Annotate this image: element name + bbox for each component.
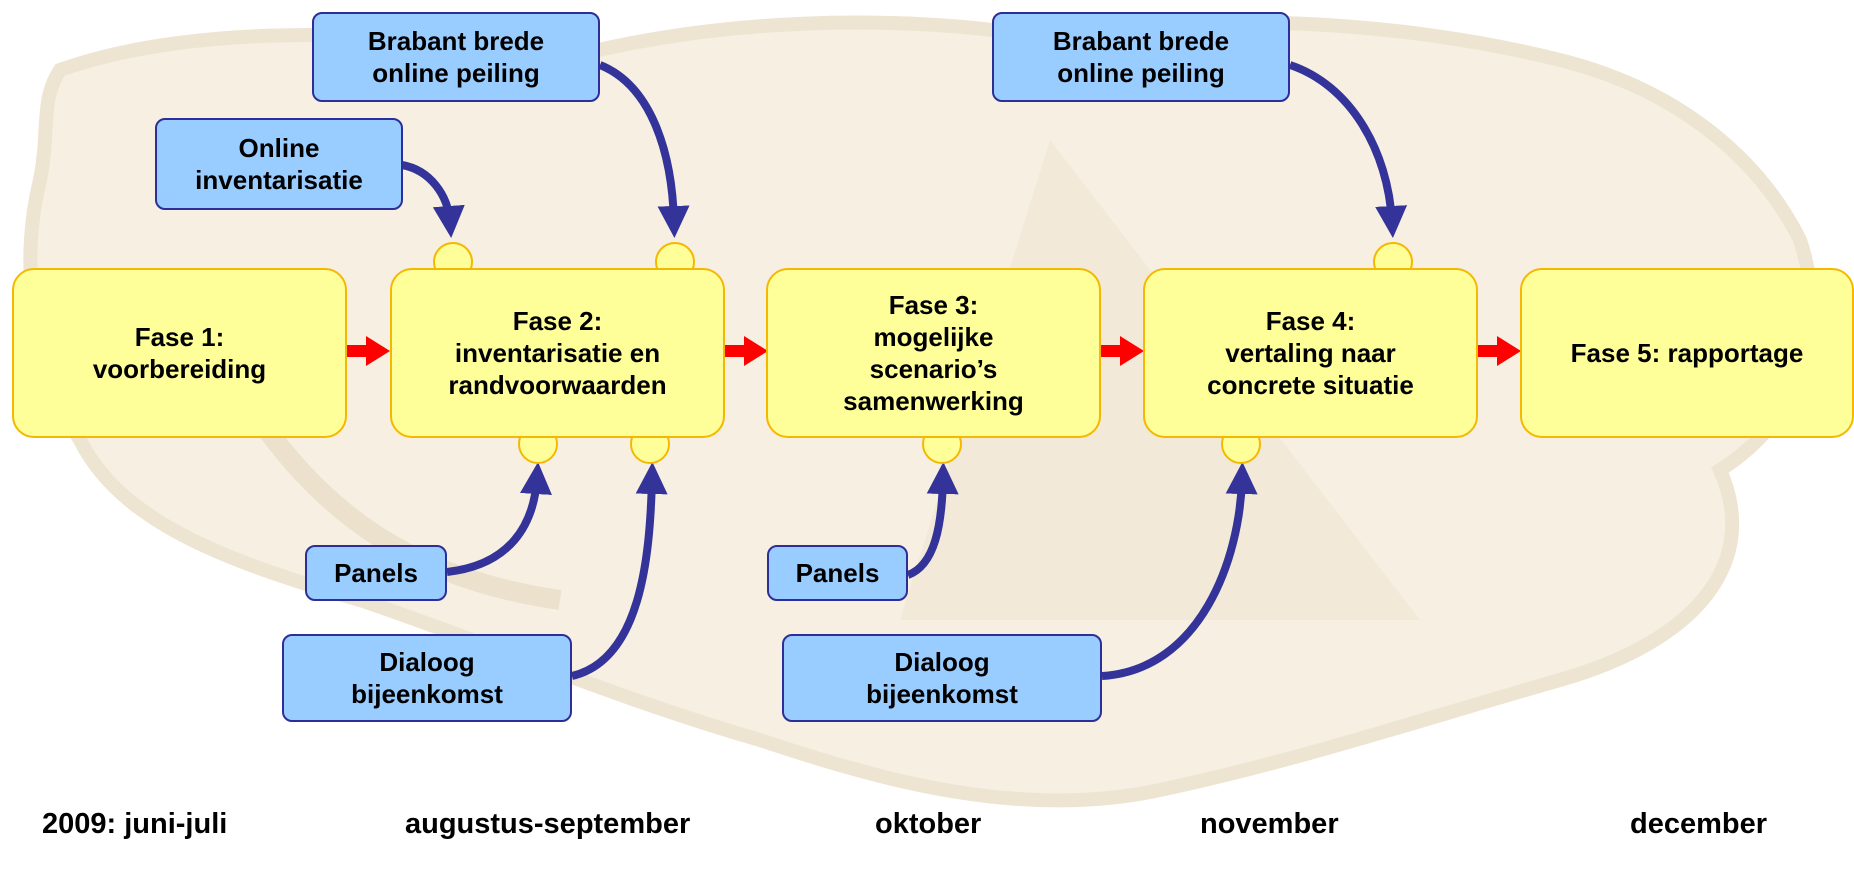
phase-5: Fase 5: rapportage [1520, 268, 1854, 438]
phase-5-label: Fase 5: rapportage [1570, 338, 1804, 368]
input-brabant-online-peiling-2: Brabant brede online peiling [992, 12, 1290, 102]
phase-2: Fase 2: inventarisatie en randvoorwaarde… [390, 268, 725, 438]
input-panels-1: Panels [305, 545, 447, 601]
phase-2-label: Fase 2: inventarisatie en randvoorwaarde… [448, 306, 667, 400]
phase-4: Fase 4: vertaling naar concrete situatie [1143, 268, 1478, 438]
input-online-inventarisatie: Online inventarisatie [155, 118, 403, 210]
input-dialoog-bijeenkomst-1: Dialoog bijeenkomst [282, 634, 572, 722]
timeline-label: november [1200, 808, 1339, 840]
input-panels-2: Panels [767, 545, 908, 601]
timeline-label: 2009: juni-juli [42, 808, 228, 840]
phase-3-label: Fase 3: mogelijke scenario’s samenwerkin… [843, 290, 1024, 416]
timeline-label: augustus-september [405, 808, 691, 840]
timeline-label: december [1630, 808, 1768, 840]
phase-1-label: Fase 1: voorbereiding [92, 322, 267, 384]
timeline-label: oktober [875, 808, 982, 840]
phase-3: Fase 3: mogelijke scenario’s samenwerkin… [766, 268, 1101, 438]
phase-4-label: Fase 4: vertaling naar concrete situatie [1207, 306, 1414, 400]
input-dialoog-bijeenkomst-2: Dialoog bijeenkomst [782, 634, 1102, 722]
phase-1: Fase 1: voorbereiding [12, 268, 347, 438]
input-brabant-online-peiling-1: Brabant brede online peiling [312, 12, 600, 102]
